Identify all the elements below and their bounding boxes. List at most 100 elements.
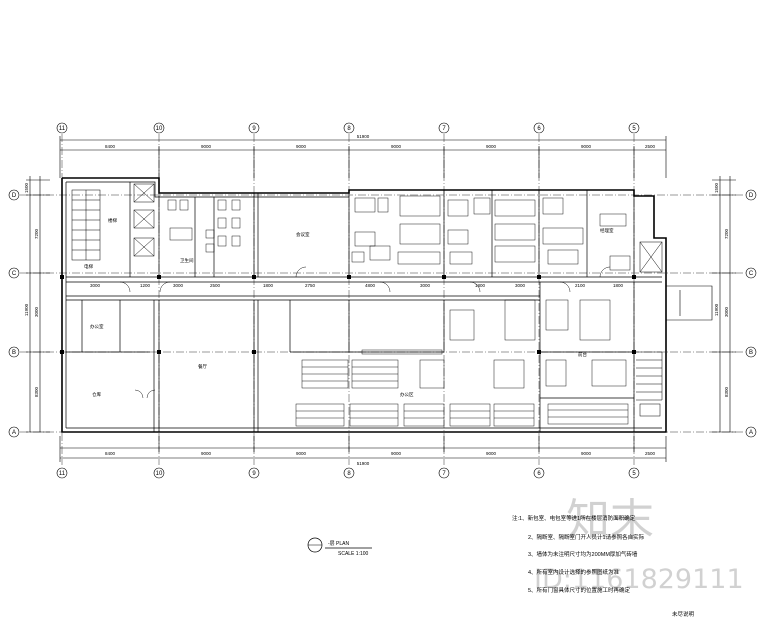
svg-text:3000: 3000 <box>724 306 729 317</box>
elevator-right <box>639 241 663 273</box>
grid-label: 6 <box>537 471 541 477</box>
room-label: 楼梯 <box>108 217 117 224</box>
svg-text:9000: 9000 <box>581 144 592 149</box>
room-label: 办公室 <box>90 323 104 330</box>
watermark-id: ID:1161829111 <box>534 564 744 595</box>
grid-label: D <box>12 193 17 199</box>
grid-label: C <box>749 271 754 277</box>
desk-clusters-top <box>351 195 631 271</box>
grid-label: 11 <box>59 126 66 132</box>
grid-label: 8 <box>347 471 351 477</box>
interior-walls <box>65 181 662 432</box>
room-label: 经理室 <box>600 227 614 233</box>
elevator-left <box>133 183 155 257</box>
grid-label: 8 <box>347 126 351 132</box>
svg-text:9000: 9000 <box>581 451 592 456</box>
column-labels-top: 11 10 9 8 7 6 5 <box>59 126 636 132</box>
note-line-1: 注:1、新包室、电包室等进1所在楼层消防面积确定 <box>512 516 636 522</box>
svg-text:1800: 1800 <box>475 283 486 288</box>
watermark-logo: 知末 <box>566 495 654 546</box>
room-label: 卫生间 <box>180 257 194 264</box>
toilet-fixtures <box>167 199 241 253</box>
grid-label: 5 <box>632 126 636 132</box>
note-footer: 未尽说明 <box>672 612 695 618</box>
column-labels-bottom: 11 10 9 8 7 6 5 <box>59 471 636 477</box>
auditorium-seating <box>295 349 535 427</box>
grid-label: 9 <box>252 126 256 132</box>
door-swings <box>119 266 611 399</box>
room-label: 餐厅 <box>198 363 207 370</box>
svg-text:8300: 8300 <box>34 386 39 397</box>
svg-text:3000: 3000 <box>34 306 39 317</box>
corridor-dimensions: 3000 1200 3000 2500 1800 2750 4800 3000 … <box>90 283 624 288</box>
grid-label: B <box>12 350 16 356</box>
top-dimension-lines <box>59 136 667 178</box>
exterior-walls <box>61 177 667 433</box>
stair-left <box>71 189 101 261</box>
vertical-dimension-texts: 1500 7200 3000 8300 11900 1500 7200 3000… <box>24 182 729 397</box>
room-label: 电梯 <box>84 263 93 270</box>
grid-label: B <box>749 350 753 356</box>
bottom-dimension-lines <box>59 436 667 462</box>
svg-text:2750: 2750 <box>305 283 316 288</box>
grid-label: 9 <box>252 471 256 477</box>
drawing-title: -层 PLAN SCALE 1:100 <box>307 537 372 557</box>
svg-text:3000: 3000 <box>173 283 184 288</box>
svg-text:9000: 9000 <box>486 144 497 149</box>
svg-text:9000: 9000 <box>201 451 212 456</box>
grid-label: 5 <box>632 471 636 477</box>
svg-text:1500: 1500 <box>24 182 29 193</box>
grid-label: 10 <box>156 471 163 477</box>
structural-columns <box>60 275 636 354</box>
note-line-4: 4、所有室内设计选择的参照图纸为准 <box>528 570 620 576</box>
room-label: 仓库 <box>92 391 101 398</box>
svg-text:4800: 4800 <box>365 283 376 288</box>
svg-text:2500: 2500 <box>645 451 656 456</box>
svg-text:9000: 9000 <box>296 451 307 456</box>
grid-axes <box>20 134 745 465</box>
side-dimension-lines <box>26 176 736 433</box>
svg-text:3000: 3000 <box>420 283 431 288</box>
row-bubbles <box>8 189 757 438</box>
svg-text:8400: 8400 <box>105 144 116 149</box>
stair-right <box>636 351 663 417</box>
svg-text:7200: 7200 <box>724 228 729 239</box>
meeting-seating <box>449 299 629 425</box>
note-line-5: 5、所有门窗具体尺寸的位置施工时再确定 <box>528 588 631 594</box>
svg-text:1800: 1800 <box>263 283 274 288</box>
column-bubbles-bottom <box>56 467 640 479</box>
title-label: -层 PLAN <box>328 541 350 547</box>
svg-text:9000: 9000 <box>201 144 212 149</box>
svg-text:8300: 8300 <box>724 386 729 397</box>
svg-text:2500: 2500 <box>645 144 656 149</box>
grid-label: 6 <box>537 126 541 132</box>
svg-text:11900: 11900 <box>714 303 719 316</box>
svg-text:3000: 3000 <box>90 283 101 288</box>
dimension-texts: 51900 8400 9000 9000 9000 9000 9000 2500… <box>105 134 656 466</box>
svg-text:1800: 1800 <box>613 283 624 288</box>
grid-label: A <box>12 430 16 436</box>
grid-label: 11 <box>59 471 66 477</box>
svg-text:51900: 51900 <box>357 461 370 466</box>
room-label: 会议室 <box>296 231 310 238</box>
room-label: 办公区 <box>400 391 414 398</box>
svg-text:1200: 1200 <box>140 283 151 288</box>
room-labels: 楼梯 电梯 会议室 办公室 仓库 餐厅 办公区 经理室 卫生间 前台 <box>84 217 614 398</box>
grid-label: 7 <box>442 471 446 477</box>
grid-label: 10 <box>156 126 163 132</box>
row-labels: D C B A D C B A <box>12 193 754 436</box>
svg-text:9000: 9000 <box>391 451 402 456</box>
svg-text:2100: 2100 <box>575 283 586 288</box>
grid-label: C <box>12 271 17 277</box>
svg-text:2500: 2500 <box>210 283 221 288</box>
svg-text:3000: 3000 <box>515 283 526 288</box>
svg-text:11900: 11900 <box>24 303 29 316</box>
entrance-canopy <box>666 285 713 321</box>
title-scale: SCALE 1:100 <box>338 551 369 557</box>
grid-label: D <box>749 193 754 199</box>
svg-text:9000: 9000 <box>391 144 402 149</box>
svg-text:7200: 7200 <box>34 228 39 239</box>
svg-text:51900: 51900 <box>357 134 370 139</box>
svg-text:9000: 9000 <box>486 451 497 456</box>
